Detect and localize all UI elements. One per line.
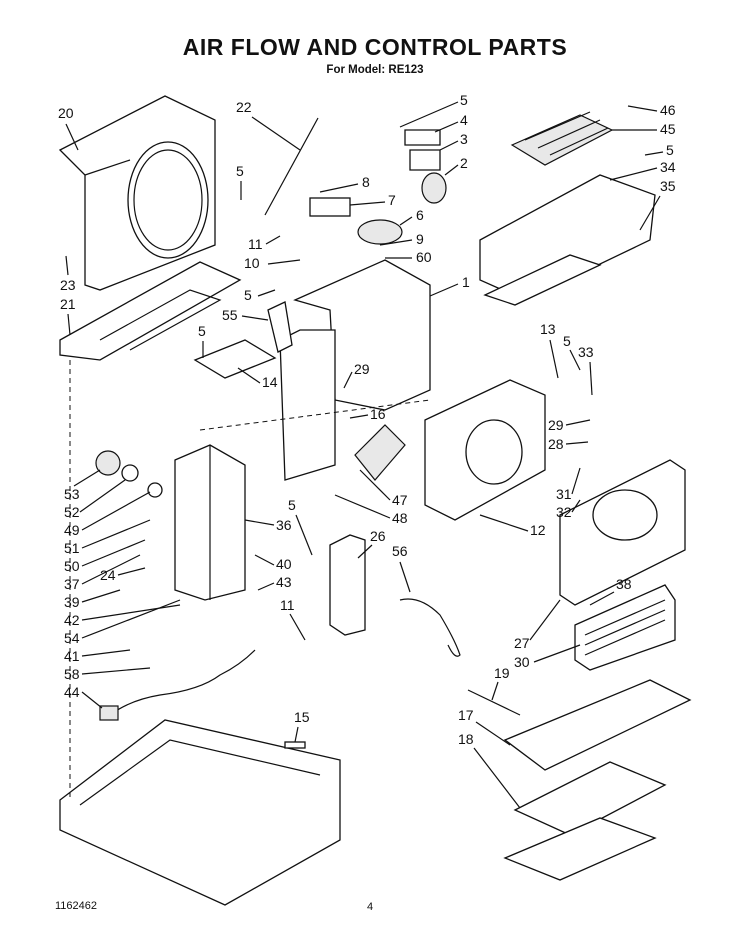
callout-label: 5 [288, 497, 296, 513]
callout-label: 47 [392, 492, 408, 508]
part-cover-26 [329, 534, 366, 636]
part-base-pan [59, 719, 341, 906]
callout-label: 39 [64, 594, 80, 610]
part-coil-30 [574, 584, 676, 671]
part-pan-18 [513, 761, 667, 836]
callout-label: 6 [416, 207, 424, 223]
callout-label: 46 [660, 102, 676, 118]
callout-label: 29 [548, 417, 564, 433]
callout-label: 58 [64, 666, 80, 682]
callout-label: 15 [294, 709, 310, 725]
callout-labels: 20 22 5 4 3 2 46 45 5 34 35 5 8 7 6 9 60… [58, 92, 676, 809]
callout-label: 28 [548, 436, 564, 452]
callout-label: 18 [458, 731, 474, 747]
document-number: 1162462 [55, 900, 98, 912]
callout-label: 37 [64, 576, 80, 592]
callout-label: 10 [244, 255, 260, 271]
part-panel-36 [174, 444, 246, 601]
callout-label: 54 [64, 630, 80, 646]
callout-label: 56 [392, 543, 408, 559]
callout-label: 38 [616, 576, 632, 592]
part-pan-lower [503, 817, 657, 881]
callout-label: 5 [563, 333, 571, 349]
part-louver-47 [354, 424, 406, 481]
callout-label: 48 [392, 510, 408, 526]
callout-label: 44 [64, 684, 80, 700]
part-bracket-21 [59, 261, 242, 361]
part-blower-housing-12 [424, 379, 546, 521]
callout-label: 13 [540, 321, 556, 337]
callout-label: 29 [354, 361, 370, 377]
callout-label: 2 [460, 155, 468, 171]
callout-label: 24 [100, 567, 116, 583]
assembly-line-mid [199, 399, 431, 431]
callout-label: 23 [60, 277, 76, 293]
callout-label: 21 [60, 296, 76, 312]
callout-label: 35 [660, 178, 676, 194]
callout-label: 33 [578, 344, 594, 360]
callout-label: 7 [388, 192, 396, 208]
callout-label: 53 [64, 486, 80, 502]
callout-label: 3 [460, 131, 468, 147]
callout-label: 36 [276, 517, 292, 533]
part-tube-56 [399, 598, 461, 657]
callout-label: 14 [262, 374, 278, 390]
model-subtitle: For Model: RE123 [326, 64, 424, 76]
part-knobs [95, 450, 163, 498]
callout-label: 45 [660, 121, 676, 137]
callout-label: 11 [248, 236, 263, 252]
callout-label: 27 [514, 635, 530, 651]
callout-label: 20 [58, 105, 74, 121]
callout-label: 5 [236, 163, 244, 179]
callout-label: 42 [64, 612, 80, 628]
part-orifice-27 [559, 459, 686, 606]
part-front-panel [58, 95, 216, 291]
part-bracket-55 [267, 301, 293, 353]
callout-label: 26 [370, 528, 386, 544]
callout-label: 5 [666, 142, 674, 158]
part-bracket-14 [193, 339, 277, 379]
part-rod-19 [467, 689, 521, 716]
plug-icon [99, 705, 119, 721]
part-small-hardware [309, 129, 447, 245]
callout-label: 16 [370, 406, 386, 422]
callout-label: 22 [236, 99, 252, 115]
callout-label: 5 [460, 92, 468, 108]
page-title: AIR FLOW AND CONTROL PARTS [182, 34, 568, 60]
callout-label: 12 [530, 522, 546, 538]
part-tray-35 [479, 174, 656, 306]
callout-label: 32 [556, 504, 572, 520]
part-clip-15 [284, 741, 306, 749]
page-number: 4 [367, 901, 374, 913]
part-drain-pan-17 [503, 679, 692, 771]
callout-label: 60 [416, 249, 432, 265]
callout-label: 17 [458, 707, 474, 723]
callout-label: 5 [198, 323, 206, 339]
callout-label: 43 [276, 574, 292, 590]
callout-label: 40 [276, 556, 292, 572]
part-rod-22 [264, 117, 319, 216]
callout-label: 5 [244, 287, 252, 303]
callout-label: 51 [64, 540, 80, 556]
callout-label: 8 [362, 174, 370, 190]
callout-label: 34 [660, 159, 676, 175]
callout-label: 52 [64, 504, 80, 520]
callout-label: 30 [514, 654, 530, 670]
callout-label: 4 [460, 112, 468, 128]
callout-label: 31 [556, 486, 572, 502]
callout-label: 11 [280, 597, 295, 613]
part-power-cord-44 [109, 649, 256, 716]
callout-label: 55 [222, 307, 238, 323]
callout-label: 41 [64, 648, 80, 664]
part-filter-grid [510, 111, 614, 166]
callout-label: 50 [64, 558, 80, 574]
callout-label: 9 [416, 231, 424, 247]
callout-label: 49 [64, 522, 80, 538]
callout-label: 1 [462, 274, 470, 290]
callout-label: 19 [494, 665, 510, 681]
part-control-box-1 [279, 259, 431, 481]
